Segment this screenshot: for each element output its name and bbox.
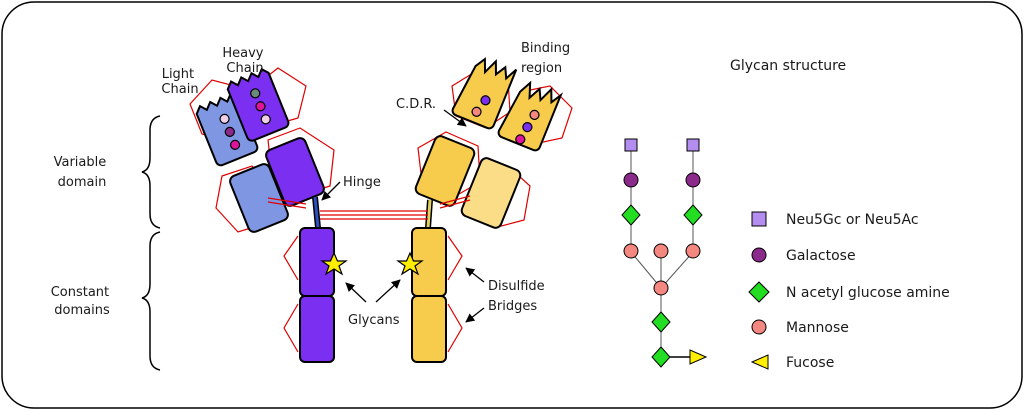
- variable-domain-label: Variable domain: [54, 155, 111, 190]
- legend-triangle-icon: [750, 354, 769, 370]
- heavy-chain-ch1-right: [414, 135, 476, 207]
- galactose-node-right: [685, 172, 701, 188]
- right-arm: [414, 57, 573, 229]
- light-chain-variable-right: [497, 80, 564, 152]
- neu5-node-left: [624, 138, 638, 152]
- mannose-node-right: [685, 243, 701, 259]
- legend-square-icon: [751, 211, 767, 227]
- binding-region-label: Binding region: [521, 41, 574, 76]
- glycans-arrow-left: [345, 282, 367, 303]
- heavy-chain-label: Heavy Chain: [222, 46, 267, 76]
- heavy-chain-ch3-right: [411, 295, 447, 363]
- legend-label-mannose: Mannose: [786, 320, 849, 336]
- legend-label-glcnac: N acetyl glucose amine: [786, 285, 950, 301]
- glcnac-node-core-2: [651, 346, 671, 368]
- hinge-arrow: [321, 181, 341, 201]
- light-chain-constant-left: [229, 163, 289, 233]
- light-chain-label: Light Chain: [161, 67, 198, 97]
- legend: [748, 211, 770, 370]
- legend-label-fucose: Fucose: [786, 355, 834, 371]
- disulfide-arrow-2: [465, 307, 485, 323]
- glycan-star-left: [320, 251, 348, 276]
- mannose-node-left: [623, 243, 639, 259]
- legend-diamond-icon: [748, 281, 770, 303]
- hinge-label: Hinge: [343, 175, 381, 190]
- disulfide-arrow-1: [465, 267, 485, 283]
- glcnac-node-core-1: [651, 311, 671, 333]
- constant-domains-brace: [141, 231, 161, 371]
- fucose-node: [689, 349, 708, 365]
- heavy-chain-ch3-left: [299, 295, 335, 363]
- legend-label-galactose: Galactose: [786, 248, 856, 264]
- variable-domain-brace: [141, 115, 161, 229]
- light-chain-constant-right: [460, 157, 522, 229]
- legend-galactose-icon: [751, 247, 767, 263]
- glycan-structure-title: Glycan structure: [730, 58, 846, 74]
- glycan-star-right: [396, 251, 424, 276]
- hinge-region: [312, 196, 433, 229]
- glycans-arrow-right: [375, 279, 401, 303]
- galactose-node-left: [623, 172, 639, 188]
- legend-label-neu5: Neu5Gc or Neu5Ac: [786, 212, 919, 228]
- mannose-node-middle: [653, 243, 669, 259]
- legend-labels: Neu5Gc or Neu5Ac Galactose N acetyl gluc…: [786, 212, 950, 371]
- constant-domains-label: Constant domains: [51, 285, 114, 318]
- legend-mannose-icon: [751, 319, 767, 335]
- disulfide-bridges-label: Disulfide Bridges: [488, 279, 549, 314]
- left-arm: [189, 67, 335, 233]
- heavy-chain-variable-right: [451, 57, 518, 130]
- cdr-arrow: [443, 109, 467, 127]
- glycan-nodes: [621, 138, 708, 368]
- glycan-tree: [630, 144, 694, 358]
- disulfide-outlines-constant: [283, 235, 463, 353]
- cdr-label: C.D.R.: [396, 97, 436, 112]
- neu5-node-right: [686, 138, 700, 152]
- glcnac-node-right: [683, 204, 703, 226]
- heavy-chain-ch1-left: [265, 137, 325, 207]
- glcnac-node-left: [621, 204, 641, 226]
- mannose-node-core: [653, 280, 669, 296]
- glycans-label: Glycans: [348, 313, 400, 328]
